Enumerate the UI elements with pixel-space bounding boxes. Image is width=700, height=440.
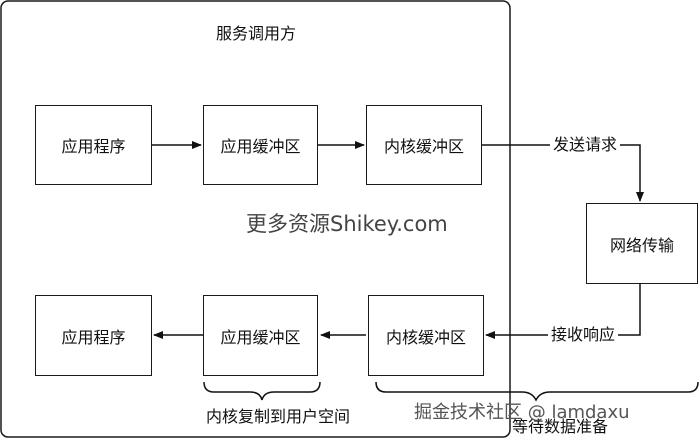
bottom-app-box: 应用程序 xyxy=(35,295,152,376)
container-title: 服务调用方 xyxy=(216,24,297,43)
top-app-buffer-label: 应用缓冲区 xyxy=(220,137,301,156)
network-transfer-label: 网络传输 xyxy=(609,235,674,255)
arrow-receive-response xyxy=(485,284,641,339)
brace-wait-label: 等待数据准备 xyxy=(512,417,609,436)
network-transfer-box: 网络传输 xyxy=(586,203,698,284)
bottom-kernel-buffer-box: 内核缓冲区 xyxy=(368,295,484,376)
brace-copy-label: 内核复制到用户空间 xyxy=(206,407,351,426)
brace-wait xyxy=(375,381,699,402)
receive-response-label: 接收响应 xyxy=(548,327,619,343)
top-kernel-buffer-label: 内核缓冲区 xyxy=(383,137,464,156)
bottom-app-label: 应用程序 xyxy=(61,327,126,347)
send-request-label: 发送请求 xyxy=(550,137,621,153)
top-app-buffer-box: 应用缓冲区 xyxy=(203,105,318,185)
top-kernel-buffer-box: 内核缓冲区 xyxy=(366,105,482,185)
bottom-app-buffer-box: 应用缓冲区 xyxy=(203,295,318,376)
service-caller-container xyxy=(0,0,511,438)
brace-copy xyxy=(203,381,321,401)
top-app-box: 应用程序 xyxy=(35,105,152,185)
watermark-center: 更多资源Shikey.com xyxy=(246,212,448,236)
bottom-kernel-buffer-label: 内核缓冲区 xyxy=(385,327,466,347)
arrow-send-request xyxy=(482,144,644,202)
bottom-app-buffer-label: 应用缓冲区 xyxy=(220,327,301,347)
watermark-corner: 掘金技术社区 @ lamdaxu xyxy=(414,402,630,423)
top-app-label: 应用程序 xyxy=(61,137,126,156)
